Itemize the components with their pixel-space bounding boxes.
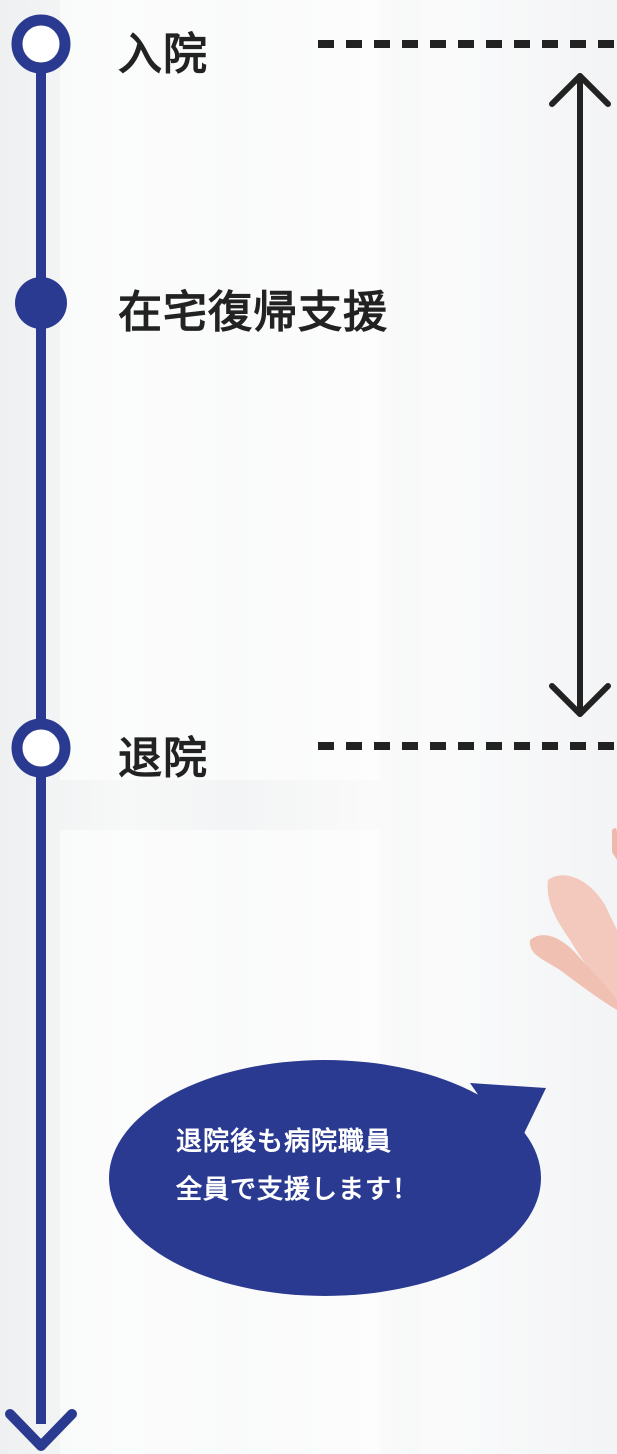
admission-label: 入院 — [118, 29, 208, 80]
support-node — [15, 277, 67, 329]
duration-double-arrow — [549, 73, 611, 717]
discharge-node — [11, 718, 71, 778]
speech-bubble — [109, 1060, 546, 1296]
admission-node — [11, 14, 71, 74]
home-support-label: 在宅復帰支援 — [118, 287, 388, 338]
timeline-arrowhead — [5, 1409, 77, 1451]
discharge-label: 退院 — [118, 733, 208, 784]
speech-bubble-text: 退院後も病院職員 全員で支援します！ — [150, 1118, 510, 1214]
speech-bubble-line-2: 全員で支援します！ — [176, 1175, 420, 1205]
speech-bubble-line-1: 退院後も病院職員 — [176, 1127, 393, 1157]
hand-photo — [529, 827, 617, 1010]
background-window-panel — [60, 0, 380, 780]
